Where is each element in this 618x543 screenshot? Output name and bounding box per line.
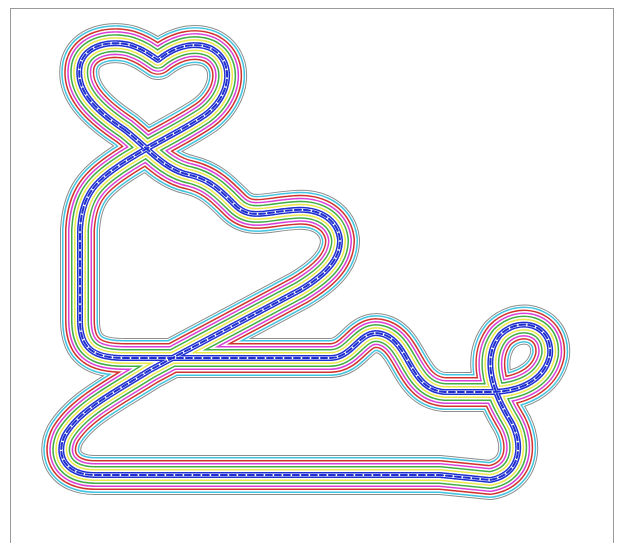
lane-green (61, 43, 550, 480)
lane-yellow (61, 43, 550, 480)
lane-gap-magenta (61, 43, 550, 480)
lane-center-line (61, 43, 550, 480)
lane-cyan (61, 43, 550, 480)
lane-gap-green (61, 43, 550, 480)
track-lanes (61, 43, 550, 480)
lane-gap-red (61, 43, 550, 480)
lane-magenta (61, 43, 550, 480)
lane-gap-cyan (61, 43, 550, 480)
lane-gap-yellow (61, 43, 550, 480)
lane-red (61, 43, 550, 480)
track-edge (61, 43, 550, 480)
track-edge-gap (61, 43, 550, 480)
lane-gap-blue (61, 43, 550, 480)
lane-blue (61, 43, 550, 480)
